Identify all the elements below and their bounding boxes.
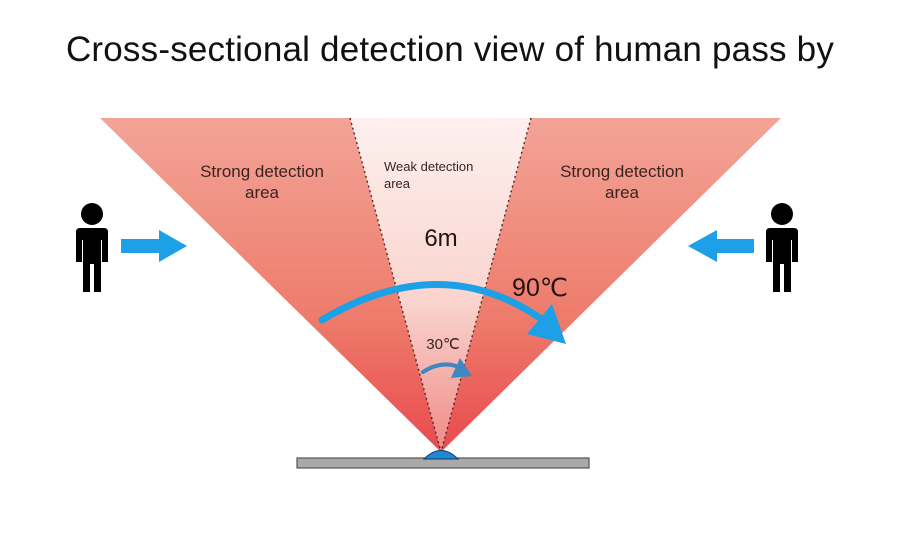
angle-30-label: 30℃ [426,336,460,353]
strong-left-label-line1: Strong detection [200,162,324,181]
strong-left-label-line2: area [245,183,280,202]
strong-right-label-line1: Strong detection [560,162,684,181]
sensor-dome [422,450,460,460]
angle-30-arc [421,362,458,374]
angle-90-arc [318,281,544,324]
weak-label-line2: area [384,176,411,191]
angle-30-arrowhead [451,358,472,378]
strong-right-label-line2: area [605,183,640,202]
arrow-left-icon [688,230,754,262]
person-icon [766,203,798,292]
arrow-right-icon [121,230,187,262]
diagram-title: Cross-sectional detection view of human … [65,30,835,69]
angle-90-label: 90℃ [512,274,568,302]
angle-90-arrowhead [527,304,566,344]
weak-label-line1: Weak detection [384,159,473,174]
person-icon [76,203,108,292]
distance-label: 6m [424,225,457,252]
